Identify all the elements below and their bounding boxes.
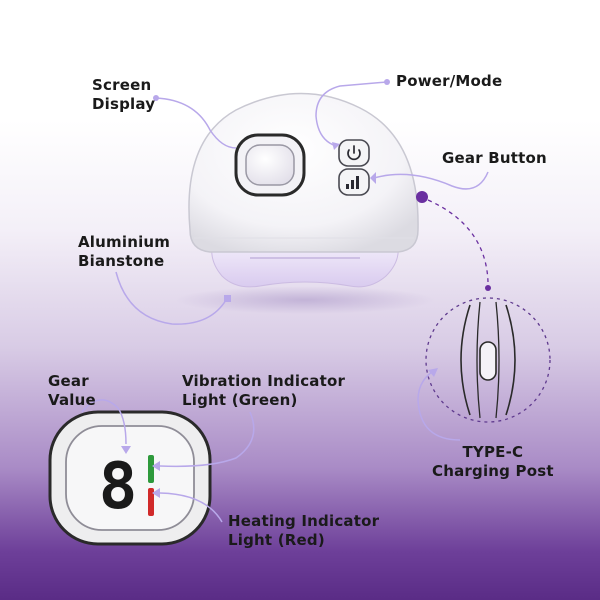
leader-arrow-power: [332, 142, 340, 150]
typec-zoom-view: [425, 297, 551, 423]
typec-port: [479, 341, 497, 381]
leader-power-mode: [315, 81, 388, 147]
display-zoom: 8: [48, 410, 212, 546]
label-gear-value: Gear Value: [48, 372, 96, 409]
typec-marker-dot: [416, 191, 428, 203]
label-vibration-indicator: Vibration Indicator Light (Green): [182, 372, 346, 409]
leader-gear-button: [373, 171, 489, 190]
leader-lines: [115, 81, 489, 325]
label-power-mode: Power/Mode: [396, 72, 503, 90]
leader-gear-value: [81, 399, 127, 445]
device-shadow: [175, 286, 435, 314]
power-icon: [347, 145, 361, 161]
leader-arrow-typec: [428, 368, 438, 377]
leader-screen-display: [155, 97, 237, 149]
gear-value-digit: 8: [99, 450, 138, 524]
vibration-indicator-light: [148, 455, 154, 483]
screen-display: [234, 133, 306, 197]
leader-dot-power: [384, 79, 390, 85]
label-aluminium-bianstone: Aluminium Bianstone: [78, 233, 171, 270]
leader-arrow-gear: [370, 172, 376, 184]
leader-arrow-gear-value: [121, 446, 131, 454]
leader-heating: [159, 492, 223, 523]
leader-typec: [417, 371, 461, 441]
display-leader-lines: [81, 399, 255, 523]
label-heating-indicator: Heating Indicator Light (Red): [228, 512, 380, 549]
typec-connector-end-dot: [485, 285, 491, 291]
leader-arrow-vibration: [152, 461, 160, 471]
power-mode-button[interactable]: [338, 139, 370, 167]
gear-button[interactable]: [338, 168, 370, 196]
bianstone-base: [211, 245, 399, 288]
leader-arrow-heating: [152, 488, 160, 498]
device: [175, 92, 435, 314]
signal-bars-icon: [346, 176, 359, 189]
leader-aluminium: [115, 271, 227, 325]
typec-dashed-connector: [427, 199, 489, 283]
label-screen-display: Screen Display: [92, 76, 156, 113]
label-gear-button: Gear Button: [442, 149, 547, 167]
heating-indicator-light: [148, 488, 154, 516]
leader-dot-screen: [153, 95, 159, 101]
label-type-c: TYPE-C Charging Post: [432, 443, 554, 480]
leader-vibration: [159, 411, 255, 468]
leader-dot-aluminium: [224, 295, 231, 302]
